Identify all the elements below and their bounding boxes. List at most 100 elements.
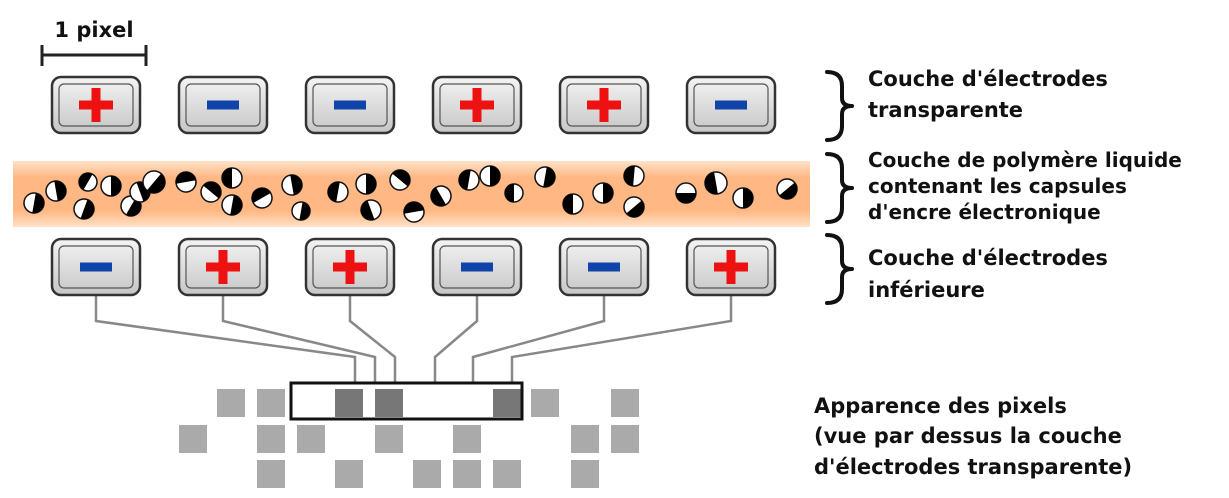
ink-capsule-11: [221, 167, 243, 189]
minus-sign-icon: [715, 100, 747, 110]
wire-3: [348, 295, 397, 383]
ink-capsule-31: [704, 171, 728, 195]
plus-sign-icon: [714, 250, 748, 284]
top-electrode-row: [50, 75, 777, 135]
pixel-cell-12: [257, 425, 285, 453]
top-layer-label: Couche d'électrodes transparente: [868, 67, 1115, 122]
pixel-cell-19: [335, 460, 363, 488]
ink-capsule-32: [732, 187, 754, 209]
minus-sign-icon: [334, 100, 366, 110]
ink-capsule-26: [562, 193, 584, 215]
top-electrode-4: [431, 75, 523, 135]
ink-capsule-13: [251, 187, 273, 209]
ink-capsule-23: [479, 165, 501, 187]
wire-6: [510, 295, 733, 383]
pixel-cell-17: [611, 425, 639, 453]
plus-sign-icon: [206, 250, 240, 284]
pixel-cell-14: [375, 425, 403, 453]
pixel-cell-22: [493, 460, 521, 488]
polymer-layer-brace: [825, 152, 854, 224]
pixel-cell-4: [335, 389, 363, 417]
plus-sign-icon: [333, 250, 367, 284]
bottom-electrode-2: [177, 237, 269, 297]
ink-capsule-27: [592, 182, 614, 204]
electrode-wires: [94, 295, 733, 383]
ink-capsule-21: [430, 185, 452, 207]
ink-capsule-10: [200, 181, 222, 203]
bottom-electrode-1: [50, 237, 142, 297]
pixel-cell-23: [571, 460, 599, 488]
ink-capsule-9: [175, 171, 197, 193]
plus-sign-icon: [587, 88, 621, 122]
pixel-cell-9: [531, 389, 559, 417]
pixel-grid: [179, 389, 639, 488]
pixels-appearance-label: Apparence des pixels (vue par dessus la …: [814, 394, 1132, 479]
ink-capsule-28: [623, 165, 645, 187]
minus-sign-icon: [588, 262, 620, 272]
pixel-cell-8: [493, 389, 521, 417]
top-electrode-6: [685, 75, 777, 135]
ink-capsule-33: [776, 178, 798, 200]
top-electrode-2: [177, 75, 269, 135]
ink-capsule-19: [389, 169, 411, 191]
ink-capsule-17: [355, 173, 377, 195]
bottom-layer-brace: [825, 233, 854, 305]
ink-capsule-5: [100, 175, 122, 197]
pixel-cell-3: [297, 389, 325, 417]
pixel-cell-10: [611, 389, 639, 417]
pixel-strip-frame: [289, 381, 524, 421]
ink-capsule-3: [73, 198, 95, 220]
minus-sign-icon: [80, 262, 112, 272]
wire-5: [471, 295, 606, 383]
bottom-layer-label: Couche d'électrodes inférieure: [868, 246, 1115, 302]
top-electrode-5: [558, 75, 650, 135]
ink-capsule-14: [281, 174, 303, 196]
top-layer-brace: [825, 70, 854, 142]
polymer-layer-label: Couche de polymère liquide contenant les…: [868, 148, 1189, 224]
bottom-electrode-3: [304, 237, 396, 297]
bottom-electrode-4: [431, 237, 523, 297]
ink-capsule-20: [403, 201, 425, 223]
ink-capsule-29: [623, 196, 645, 218]
ink-capsule-15: [291, 201, 311, 221]
pixel-cell-2: [257, 389, 285, 417]
minus-sign-icon: [207, 100, 239, 110]
bottom-electrode-row: [50, 237, 777, 297]
bottom-electrode-5: [558, 237, 650, 297]
ink-capsule-30: [675, 182, 697, 204]
pixel-cell-11: [179, 425, 207, 453]
pixel-cell-21: [453, 460, 481, 488]
wire-4: [433, 295, 479, 383]
pixel-cell-1: [217, 389, 245, 417]
top-electrode-1: [50, 75, 142, 135]
wire-2: [221, 295, 377, 383]
ink-capsule-4: [78, 172, 98, 192]
wire-1: [94, 295, 357, 383]
ink-capsules: [23, 165, 798, 223]
ink-capsule-16: [327, 181, 349, 203]
pixel-cell-13: [297, 425, 325, 453]
plus-sign-icon: [79, 88, 113, 122]
pixel-cell-18: [257, 460, 285, 488]
pixel-cell-15: [453, 425, 481, 453]
minus-sign-icon: [461, 262, 493, 272]
pixel-cell-20: [413, 460, 441, 488]
ink-capsule-25: [534, 166, 556, 188]
pixel-cell-7: [453, 389, 481, 417]
ink-capsule-18: [360, 199, 382, 221]
ink-capsule-2: [45, 180, 67, 202]
pixel-cell-5: [375, 389, 403, 417]
ink-capsule-22: [458, 169, 480, 191]
pixel-cell-16: [571, 425, 599, 453]
scale-bar: 1 pixel: [40, 18, 148, 66]
ink-capsule-1: [23, 192, 45, 214]
ink-capsule-12: [221, 194, 243, 216]
pixel-cell-6: [413, 389, 441, 417]
ink-capsule-24: [504, 183, 524, 203]
plus-sign-icon: [460, 88, 494, 122]
scale-label: 1 pixel: [54, 18, 133, 42]
ink-capsule-8: [142, 170, 166, 194]
top-electrode-3: [304, 75, 396, 135]
bottom-electrode-6: [685, 237, 777, 297]
